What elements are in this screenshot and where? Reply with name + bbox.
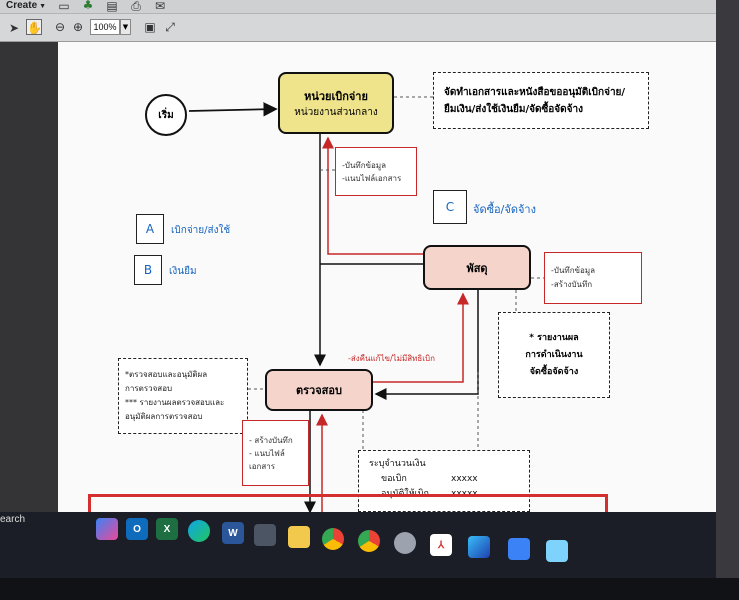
chrome-profile-icon[interactable] bbox=[358, 530, 380, 552]
arrow-supplies-to-disburse bbox=[322, 136, 423, 255]
email-icon[interactable]: ✉ bbox=[154, 0, 166, 13]
menu-row: Create▼ ▭ ♣ ▤ ⎙ ✉ bbox=[0, 0, 739, 14]
disburse-title: หน่วยเบิกจ่าย bbox=[304, 89, 368, 103]
file-explorer-icon[interactable] bbox=[288, 526, 310, 548]
chrome-icon[interactable] bbox=[322, 528, 344, 550]
supplies-node: พัสดุ bbox=[423, 245, 531, 290]
legend-c-label: จัดซื้อ/จัดจ้าง bbox=[473, 203, 536, 216]
arrow-check-to-supplies bbox=[373, 292, 469, 383]
screen-edge bbox=[716, 0, 739, 600]
record-data-note-2: -บันทึกข้อมูล -สร้างบันทึก bbox=[544, 252, 642, 304]
procurement-report-note: * รายงานผล การดำเนินงาน จัดซื้อจัดจ้าง bbox=[498, 312, 610, 398]
paint-icon[interactable] bbox=[394, 532, 416, 554]
record-data-note-3: - สร้างบันทึก - แนบไฟล์ เอกสาร bbox=[242, 420, 309, 486]
screen-bezel bbox=[0, 578, 739, 600]
page-icon[interactable]: ▭ bbox=[58, 0, 70, 13]
print-icon[interactable]: ⎙ bbox=[131, 0, 141, 13]
share-icon[interactable]: ♣ bbox=[82, 0, 94, 12]
legend-b-label: เงินยืม bbox=[169, 266, 197, 277]
outlook-icon[interactable]: O bbox=[126, 518, 148, 540]
inspection-node: ตรวจสอบ bbox=[265, 369, 373, 411]
zoom-dropdown-icon[interactable]: ▼ bbox=[120, 19, 131, 35]
app-icon[interactable] bbox=[546, 540, 568, 562]
hand-tool-icon[interactable]: ✋ bbox=[26, 19, 42, 35]
excel-icon[interactable]: X bbox=[156, 518, 178, 540]
start-node: เริ่ม bbox=[145, 94, 187, 136]
fit-page-icon[interactable]: ▣ bbox=[144, 20, 156, 34]
app-toolbar: Create▼ ▭ ♣ ▤ ⎙ ✉ ➤ ✋ ⊖ ⊕ 100% ▼ ▣ ⤢ bbox=[0, 0, 739, 42]
zoom-level-field[interactable]: 100% bbox=[90, 19, 120, 35]
store-icon[interactable] bbox=[254, 524, 276, 546]
disbursing-unit-node: หน่วยเบิกจ่าย หน่วยงานส่วนกลาง bbox=[278, 72, 394, 134]
edge-icon[interactable] bbox=[188, 520, 210, 542]
return-for-correction-label: -ส่งคืนแก้ไข/ไม่มีสิทธิเบิก bbox=[348, 354, 435, 363]
legend-c-box: C bbox=[433, 190, 467, 224]
flow-connectors bbox=[188, 96, 544, 512]
inspection-note: *ตรวจสอบและอนุมัติผล การตรวจสอบ *** รายง… bbox=[118, 358, 248, 434]
arrow-start-to-disburse bbox=[188, 102, 278, 117]
legend-b-box: B bbox=[134, 255, 162, 285]
arrow-supplies-to-check bbox=[374, 290, 479, 400]
taskbar-search[interactable]: earch bbox=[0, 514, 26, 525]
create-menu[interactable]: Create▼ bbox=[6, 0, 47, 11]
acrobat-icon[interactable]: ⅄ bbox=[430, 534, 452, 556]
document-page: เริ่ม หน่วยเบิกจ่าย หน่วยงานส่วนกลาง จัด… bbox=[58, 42, 716, 512]
word-icon[interactable]: W bbox=[222, 522, 244, 544]
left-panel bbox=[0, 42, 58, 512]
photos-icon[interactable] bbox=[468, 536, 490, 558]
legend-a-box: A bbox=[136, 214, 164, 244]
fit-width-icon[interactable]: ⤢ bbox=[165, 20, 175, 34]
legend-a-label: เบิกจ่าย/ส่งใช้ bbox=[171, 225, 231, 236]
select-tool-icon[interactable]: ➤ bbox=[8, 21, 20, 35]
prepare-documents-note: จัดทำเอกสารและหนังสือขออนุมัติเบิกจ่าย/ … bbox=[433, 72, 649, 129]
zoom-in-icon[interactable]: ⊕ bbox=[72, 20, 84, 34]
record-data-note-1: -บันทึกข้อมูล -แนบไฟล์เอกสาร bbox=[335, 147, 417, 196]
disburse-subtitle: หน่วยงานส่วนกลาง bbox=[294, 106, 378, 118]
highlight-frame bbox=[88, 494, 608, 512]
remote-desktop-icon[interactable] bbox=[508, 538, 530, 560]
copilot-icon[interactable] bbox=[96, 518, 118, 540]
zoom-out-icon[interactable]: ⊖ bbox=[54, 20, 66, 34]
save-icon[interactable]: ▤ bbox=[106, 0, 118, 13]
